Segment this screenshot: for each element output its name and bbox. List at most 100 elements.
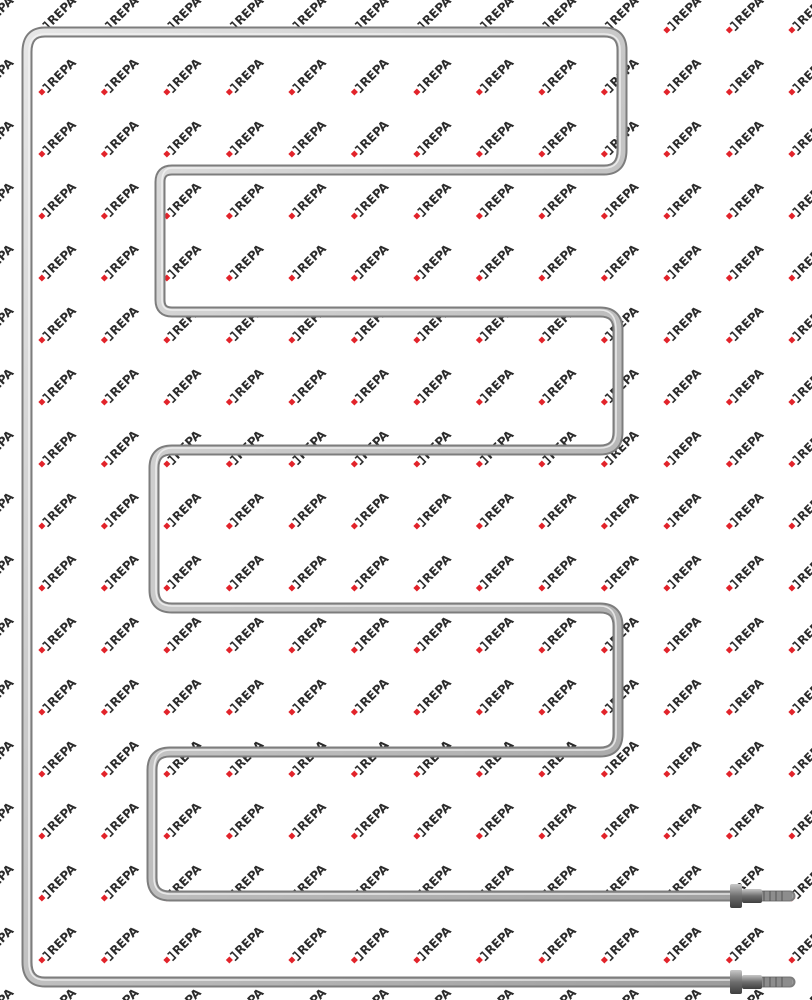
watermark-logo: REPA (100, 55, 142, 96)
watermark-brand-text: REPA (107, 675, 142, 710)
watermark-logo: REPA (38, 365, 79, 406)
terminal-upper (730, 884, 792, 908)
watermark-logo: REPA (163, 365, 204, 406)
watermark-logo: REPA (788, 179, 812, 220)
watermark-brand-text: REPA (607, 365, 642, 400)
watermark-brand-text: REPA (795, 303, 812, 338)
watermark-logo: REPA (100, 799, 142, 840)
watermark-brand-text: REPA (795, 489, 812, 524)
watermark-logo: REPA (38, 923, 79, 964)
watermark-logo: REPA (350, 489, 392, 530)
watermark-brand-text: REPA (607, 551, 642, 586)
watermark-logo: REPA (475, 241, 517, 282)
watermark-brand-text: REPA (420, 489, 455, 524)
watermark-logo: REPA (0, 489, 17, 524)
watermark-logo: REPA (100, 365, 142, 406)
watermark-logo: REPA (788, 675, 812, 716)
watermark-logo: REPA (0, 241, 17, 276)
watermark-brand-text: REPA (0, 179, 17, 214)
watermark-logo: REPA (0, 117, 17, 152)
watermark-logo: REPA (225, 55, 267, 96)
watermark-brand-text: REPA (420, 55, 455, 90)
watermark-logo: REPA (38, 117, 79, 158)
watermark-brand-text: REPA (0, 675, 17, 710)
watermark-logo: REPA (225, 179, 267, 220)
watermark-brand-text: REPA (795, 737, 812, 772)
watermark-brand-text: REPA (607, 923, 642, 958)
watermark-brand-text: REPA (420, 117, 455, 152)
watermark-brand-text: REPA (357, 551, 392, 586)
watermark-brand-text: REPA (545, 55, 580, 90)
watermark-brand-text: REPA (670, 55, 705, 90)
watermark-brand-text: REPA (357, 0, 392, 28)
watermark-logo: REPA (663, 737, 705, 778)
watermark-brand-text: REPA (107, 179, 142, 214)
watermark-logo: REPA (225, 489, 267, 530)
watermark-logo: REPA (788, 241, 812, 282)
watermark-brand-text: REPA (670, 737, 705, 772)
watermark-logo: REPA (475, 365, 517, 406)
watermark-brand-text: REPA (295, 799, 330, 834)
watermark-brand-text: REPA (482, 799, 517, 834)
watermark-logo: REPA (38, 427, 79, 468)
watermark-brand-text: REPA (732, 427, 767, 462)
heating-element-tube (23, 28, 794, 986)
watermark-brand-text: REPA (607, 241, 642, 276)
watermark-brand-text: REPA (670, 489, 705, 524)
watermark-brand-text: REPA (107, 489, 142, 524)
watermark-logo: REPA (163, 241, 204, 282)
watermark-logo: REPA (538, 179, 580, 220)
watermark-brand-text: REPA (795, 365, 812, 400)
watermark-logo: REPA (100, 737, 142, 778)
watermark-logo: REPA (0, 737, 17, 772)
watermark-brand-text: REPA (170, 117, 205, 152)
watermark-logo: REPA (225, 613, 267, 654)
watermark-brand-text: REPA (482, 179, 517, 214)
watermark-logo: REPA (788, 489, 812, 530)
watermark-brand-text: REPA (45, 799, 80, 834)
watermark-brand-text: REPA (482, 489, 517, 524)
watermark-logo: REPA (475, 737, 517, 778)
watermark-logo: REPA (788, 799, 812, 840)
watermark-brand-text: REPA (732, 0, 767, 28)
watermark-brand-text: REPA (357, 799, 392, 834)
watermark-logo: REPA (413, 799, 454, 840)
watermark-brand-text: REPA (482, 923, 517, 958)
watermark-brand-text: REPA (732, 613, 767, 648)
watermark-brand-text: REPA (357, 489, 392, 524)
watermark-brand-text: REPA (295, 241, 330, 276)
watermark-logo: REPA (100, 179, 142, 220)
watermark-logo: REPA (350, 551, 392, 592)
watermark-brand-text: REPA (795, 241, 812, 276)
watermark-brand-text: REPA (545, 799, 580, 834)
watermark-brand-text: REPA (795, 985, 812, 1000)
watermark-brand-text: REPA (732, 117, 767, 152)
watermark-logo: REPA (725, 489, 767, 530)
watermark-brand-text: REPA (0, 365, 17, 400)
watermark-logo: REPA (663, 551, 704, 592)
watermark-brand-text: REPA (670, 241, 705, 276)
watermark-logo: REPA (725, 241, 767, 282)
watermark-brand-text: REPA (545, 179, 580, 214)
watermark-logo: REPA (288, 179, 329, 220)
terminal-lower (730, 970, 792, 994)
watermark-brand-text: REPA (232, 799, 267, 834)
watermark-logo: REPA (788, 551, 812, 592)
watermark-logo: REPA (163, 551, 204, 592)
watermark-logo: REPA (413, 613, 454, 654)
watermark-logo: REPA (475, 117, 517, 158)
heating-element (21, 26, 796, 988)
watermark-brand-text: REPA (232, 0, 267, 28)
watermark-logo: REPA (538, 923, 579, 964)
watermark-brand-text: REPA (0, 55, 17, 90)
watermark-logo: REPA (413, 923, 454, 964)
watermark-brand-text: REPA (795, 551, 812, 586)
watermark-logo: REPA (413, 489, 455, 530)
watermark-logo: REPA (288, 675, 329, 716)
watermark-brand-text: REPA (670, 365, 705, 400)
watermark-logo: REPA (538, 737, 579, 778)
watermark-brand-text: REPA (795, 799, 812, 834)
watermark-brand-text: REPA (670, 799, 705, 834)
watermark-brand-text: REPA (0, 117, 17, 152)
